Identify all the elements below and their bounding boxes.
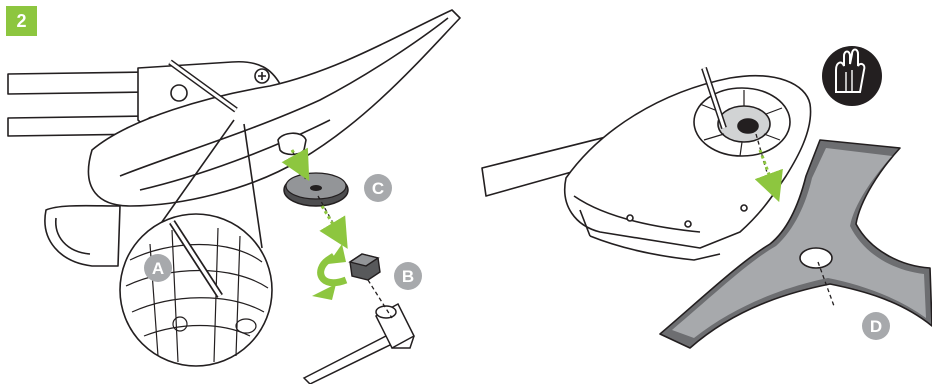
callout-d: D <box>862 312 890 340</box>
nut-part <box>350 254 380 280</box>
callout-c-label: C <box>372 179 384 198</box>
callout-a-label: A <box>152 259 164 278</box>
callout-b: B <box>394 262 422 290</box>
trimmer-head-right <box>482 68 811 260</box>
rotate-arrow-icon <box>312 244 346 300</box>
callout-a: A <box>144 254 172 282</box>
wrench-tool <box>304 304 414 384</box>
step-number-badge: 2 <box>6 6 37 36</box>
detail-inset <box>120 214 272 366</box>
washer-part <box>284 173 348 206</box>
callout-c: C <box>364 174 392 202</box>
gloves-icon <box>822 46 882 106</box>
callout-b-label: B <box>402 267 414 286</box>
callout-d-label: D <box>870 317 882 336</box>
